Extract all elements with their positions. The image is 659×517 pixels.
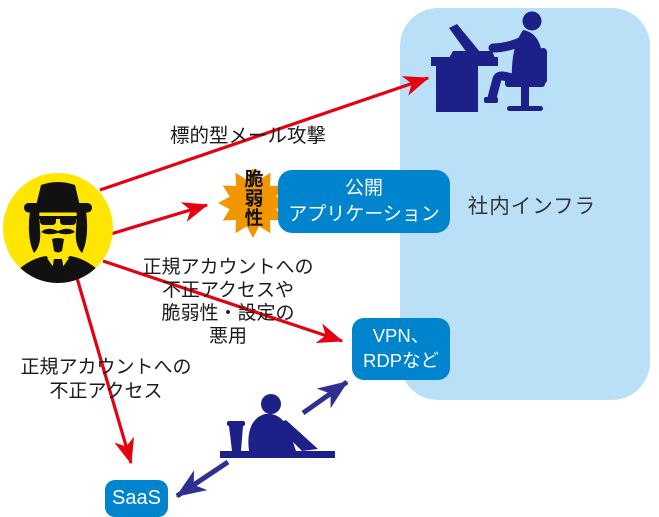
remote-worker-laptop-icon — [220, 394, 335, 458]
arrow-vpn-abuse — [102, 259, 344, 343]
arrow-remote-to-saas — [175, 459, 230, 499]
saas-box: SaaS — [105, 480, 168, 517]
label-targeted-mail-attack: 標的型メール攻撃 — [169, 125, 326, 147]
attacker-icon — [3, 173, 113, 283]
office-worker-at-desk-icon — [431, 11, 547, 112]
label-account-abuse-saas: 正規アカウントへの 不正アクセス — [20, 357, 192, 402]
vulnerability-star-icon — [218, 168, 288, 238]
public-application-box: 公開 アプリケーション — [278, 170, 450, 233]
arrow-saas-abuse — [75, 277, 135, 465]
label-account-abuse-vpn: 正規アカウントへの 不正アクセスや 脆弱性・設定の 悪用 — [142, 257, 314, 347]
internal-infra-label: 社内インフラ — [467, 195, 597, 218]
vpn-rdp-box: VPN、 RDPなど — [352, 318, 450, 380]
vulnerability-label: 脆弱性 — [243, 169, 264, 228]
arrow-targeted-mail — [99, 76, 430, 192]
arrow-vulnerability-attack — [103, 202, 209, 238]
arrow-remote-to-vpn — [301, 379, 349, 416]
